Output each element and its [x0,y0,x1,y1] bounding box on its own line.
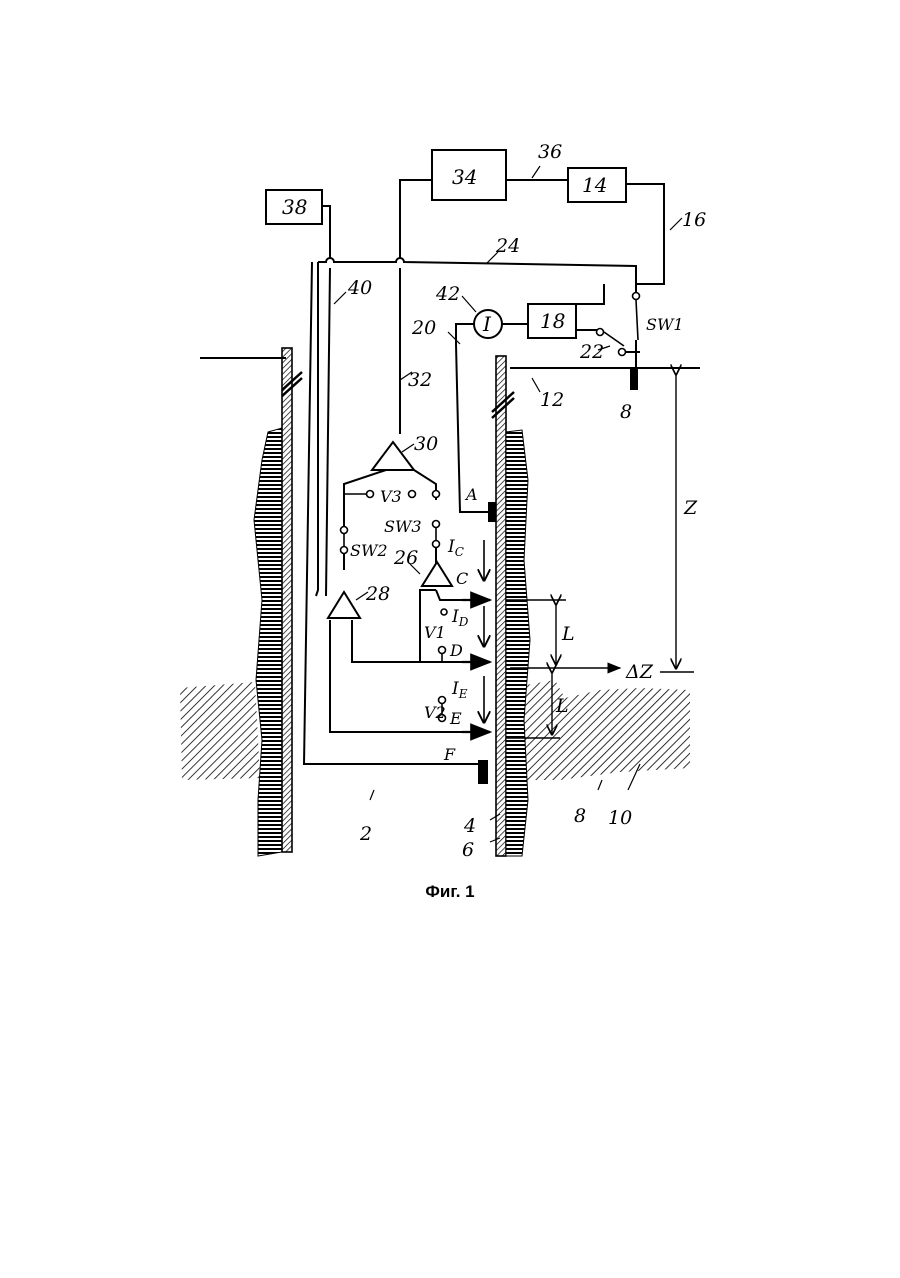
block-38-label: 38 [282,195,307,219]
amplifier-30 [372,442,414,470]
left-wellbore-wall [254,348,302,856]
current-id: ID [451,607,469,629]
node-v1: V1 [424,623,446,642]
ref-26: 26 [393,547,418,569]
ref-2: 2 [359,823,372,845]
amplifier-28 [328,592,360,618]
ref-22: 22 [579,341,604,363]
figure-caption: Фиг. 1 [0,882,900,902]
sw3-label: SW3 [384,517,422,536]
ref-8-top: 8 [620,401,632,423]
node-D: D [449,641,463,660]
block-34-label: 34 [452,165,477,189]
node-E: E [449,709,462,728]
ref-28: 28 [365,583,390,605]
ref-10: 10 [608,807,632,829]
block-14-label: 14 [582,173,607,197]
dim-dz: ΔZ [625,661,654,683]
node-F: F [443,745,456,764]
ref-16: 16 [682,209,706,231]
dim-L2: L [555,695,569,717]
current-labels: IC ID IE [447,537,469,701]
ref-30: 30 [414,433,438,455]
amplifier-26 [422,562,452,586]
dim-z: Z [683,497,698,519]
current-meter-label: I [482,312,492,336]
ref-12: 12 [540,389,564,411]
block-18-label: 18 [540,309,565,333]
sw1-label: SW1 [646,315,684,334]
ref-36: 36 [538,141,562,163]
ref-4: 4 [463,815,476,837]
ref-40: 40 [347,277,372,299]
ref-24: 24 [495,235,520,257]
node-v2: V2 [424,703,446,722]
node-C: C [456,569,468,588]
node-A: A [464,485,478,504]
right-wellbore-wall [492,356,530,856]
dim-L: L [561,623,575,645]
sw2-label: SW2 [350,541,388,560]
surface-electrode-B [630,368,638,390]
dimension-lines [506,374,694,738]
ref-32: 32 [408,369,432,391]
ref-20: 20 [411,317,436,339]
current-ie: IE [451,679,468,701]
current-ic: IC [447,537,464,559]
electrode-F [478,760,488,784]
ref-42: 42 [435,283,460,305]
ref-8: 8 [574,805,586,827]
node-v3: V3 [380,487,402,506]
ref-6: 6 [462,839,474,861]
electrode-A [488,502,496,522]
